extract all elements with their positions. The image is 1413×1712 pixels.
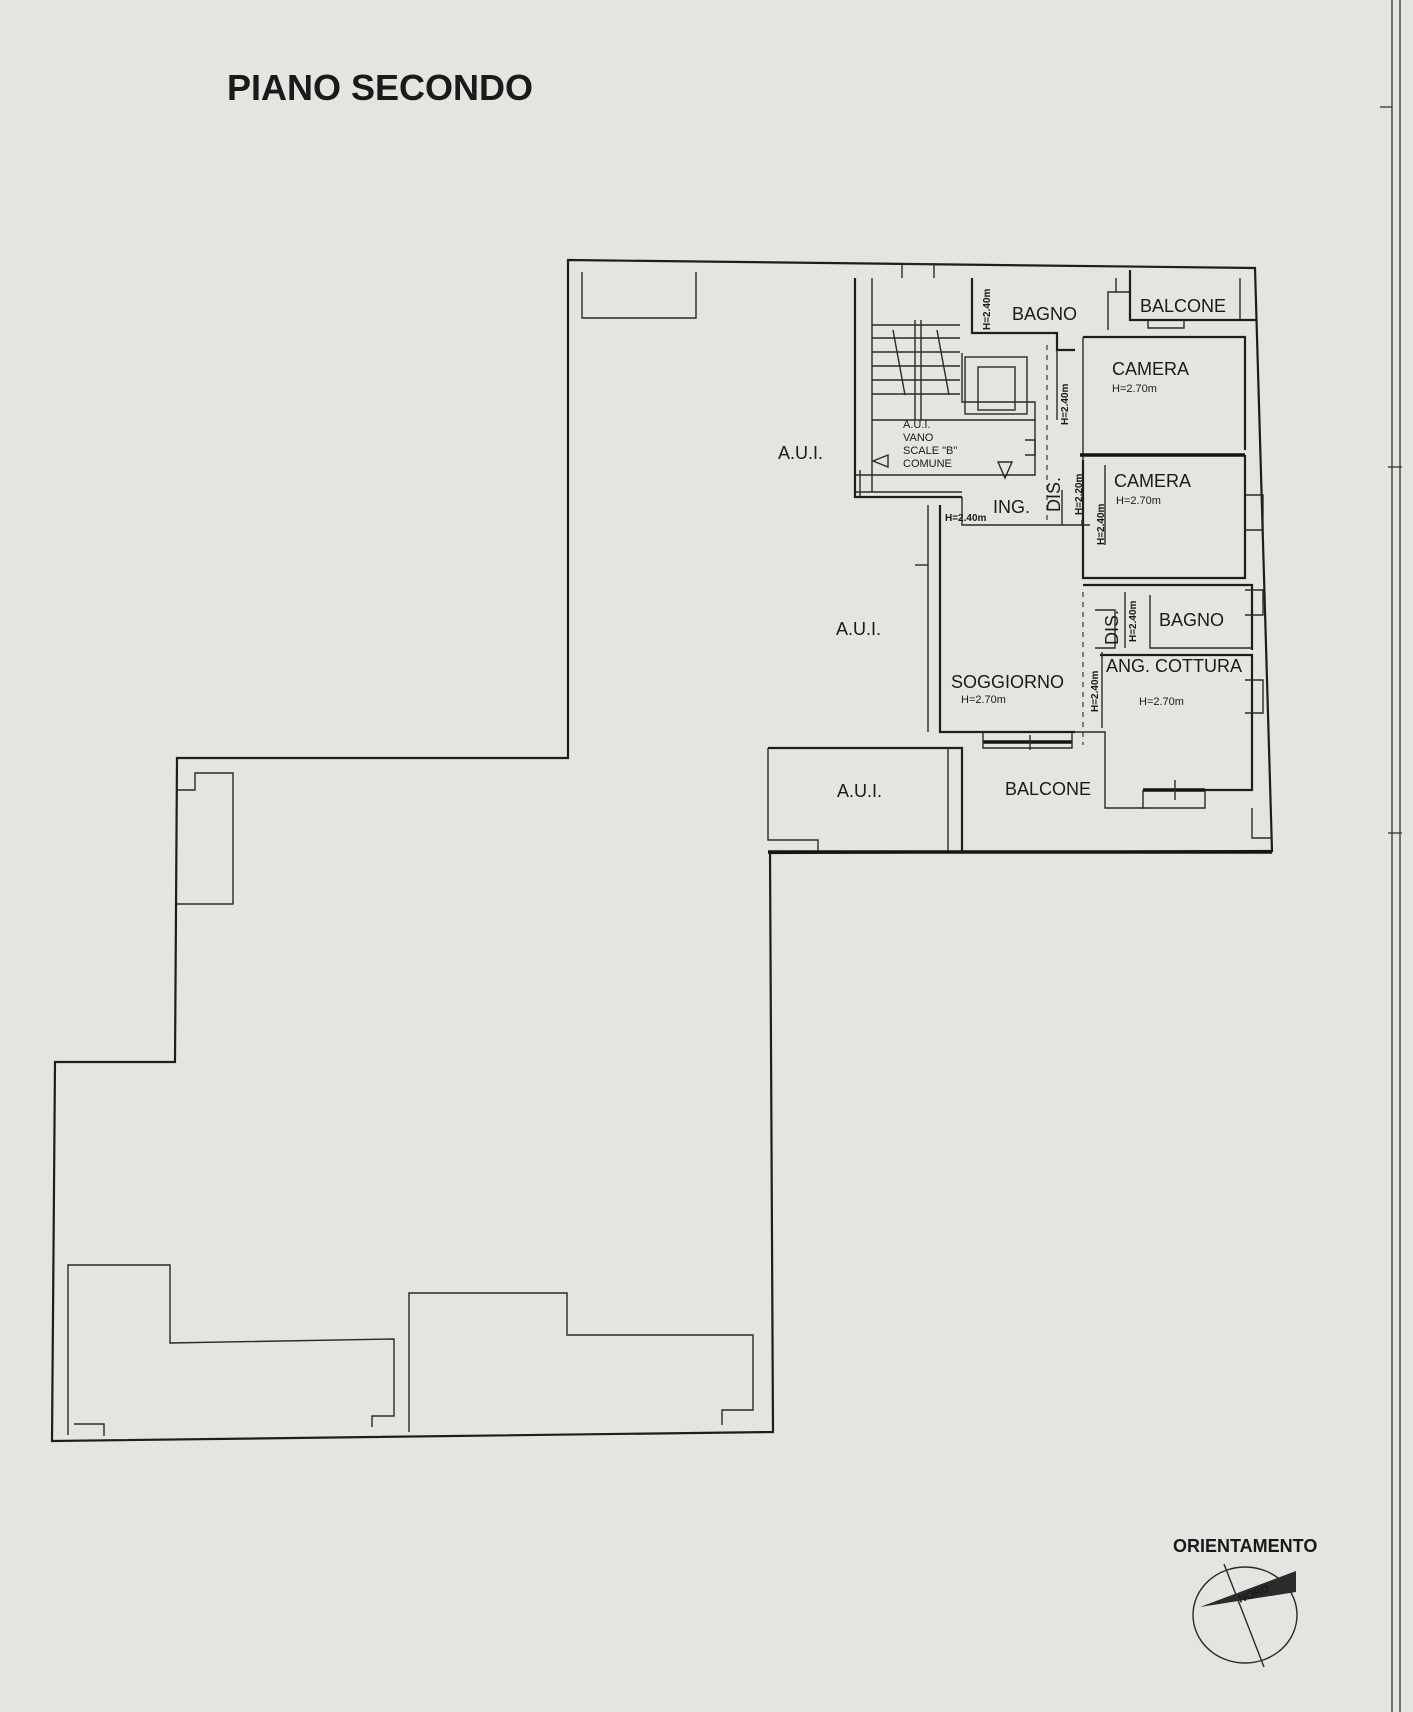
label-bagno-top: BAGNO [1012,304,1077,324]
apartment-walls [767,263,1272,854]
label-soggiorno: SOGGIORNO [951,672,1064,692]
sheet-frame [1380,0,1402,1712]
height-dis-1-b: H=2.40m [1096,503,1107,545]
height-bagno-top: H=2.40m [982,288,993,330]
label-camera-2: CAMERA [1114,471,1191,491]
height-dis-1-a: H=2.20m [1074,473,1085,515]
upper-notch [581,272,697,319]
compass-axis [1223,1563,1265,1668]
label-balcone-top: BALCONE [1140,296,1226,316]
label-aui-middle: A.U.I. [836,619,881,639]
label-soggiorno-height: H=2.70m [961,694,1006,706]
bottom-bay-left [67,1264,395,1435]
stair-block-text: A.U.I. VANO SCALE "B" COMUNE [903,419,957,470]
label-aui-upper: A.U.I. [778,443,823,463]
stair-line-2: VANO [903,432,934,444]
orientation-compass: ORIENTAMENTO NORD [1173,1536,1317,1668]
aui-labels: A.U.I. A.U.I. A.U.I. [778,443,882,801]
north-label: NORD [1237,1583,1272,1606]
north-arrow-icon [1200,1571,1296,1607]
label-aui-bottom: A.U.I. [837,781,882,801]
height-annotations: H=2.40m H=2.40m H=2.40m H=2.20m H=2.40m … [945,288,1139,712]
label-dis-2: DIS. [1102,610,1122,645]
stair-line-3: SCALE "B" [903,445,957,457]
page-title: PIANO SECONDO [227,67,533,108]
label-dis-1: DIS. [1044,477,1064,512]
label-camera-1: CAMERA [1112,359,1189,379]
label-ingresso: ING. [993,497,1030,517]
height-ingresso: H=2.40m [945,513,987,524]
label-camera-1-height: H=2.70m [1112,383,1157,395]
label-ang-cottura-height: H=2.70m [1139,696,1184,708]
stair-line-4: COMUNE [903,458,952,470]
stair-line-1: A.U.I. [903,419,931,431]
label-bagno-mid: BAGNO [1159,610,1224,630]
height-corridor: H=2.40m [1060,383,1071,425]
bottom-bay-right [408,1292,754,1432]
height-dis-2: H=2.40m [1128,600,1139,642]
west-notch [177,772,234,905]
label-ang-cottura: ANG. COTTURA [1106,656,1242,676]
label-camera-2-height: H=2.70m [1116,495,1161,507]
label-balcone-bottom: BALCONE [1005,779,1091,799]
height-soggiorno-side: H=2.40m [1090,670,1101,712]
orientation-label: ORIENTAMENTO [1173,1536,1317,1556]
compass-circle [1192,1566,1298,1664]
building-outline [50,258,1274,1443]
room-labels: BAGNO BALCONE CAMERA H=2.70m CAMERA H=2.… [951,296,1242,799]
bottom-bay-left-mark [74,1423,105,1436]
